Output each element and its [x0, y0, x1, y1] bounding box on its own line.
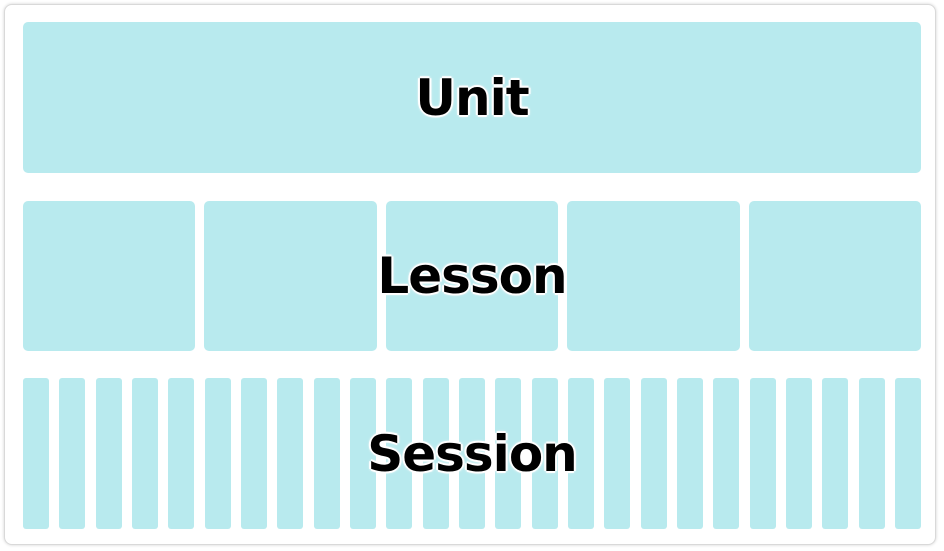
session-segment [241, 378, 267, 529]
session-segment [313, 378, 340, 529]
unit-row: Unit [23, 22, 921, 173]
session-segment [786, 378, 812, 529]
session-segment [168, 378, 195, 529]
session-segment [495, 378, 522, 529]
session-segment [386, 378, 413, 529]
lesson-segment [23, 201, 196, 351]
lesson-segment [385, 201, 559, 351]
lesson-segment [567, 201, 740, 351]
lesson-row: Lesson [23, 201, 921, 351]
session-segment [422, 378, 449, 529]
session-segment [677, 378, 703, 529]
session-segment [459, 378, 485, 529]
session-segment [895, 378, 921, 529]
session-segment [640, 378, 667, 529]
session-segment [713, 378, 740, 529]
unit-segment [23, 22, 921, 173]
session-segment [604, 378, 631, 529]
session-segment [23, 378, 49, 529]
session-segment [749, 378, 776, 529]
session-segment [531, 378, 558, 529]
session-row: Session [23, 378, 921, 529]
session-segment [568, 378, 594, 529]
session-segment [95, 378, 122, 529]
session-segment [59, 378, 86, 529]
session-segment [132, 378, 158, 529]
session-segment [822, 378, 849, 529]
session-segment [350, 378, 376, 529]
session-segment [858, 378, 885, 529]
session-segment [204, 378, 231, 529]
session-segment [277, 378, 304, 529]
lesson-segment [748, 201, 921, 351]
lesson-segment [204, 201, 377, 351]
